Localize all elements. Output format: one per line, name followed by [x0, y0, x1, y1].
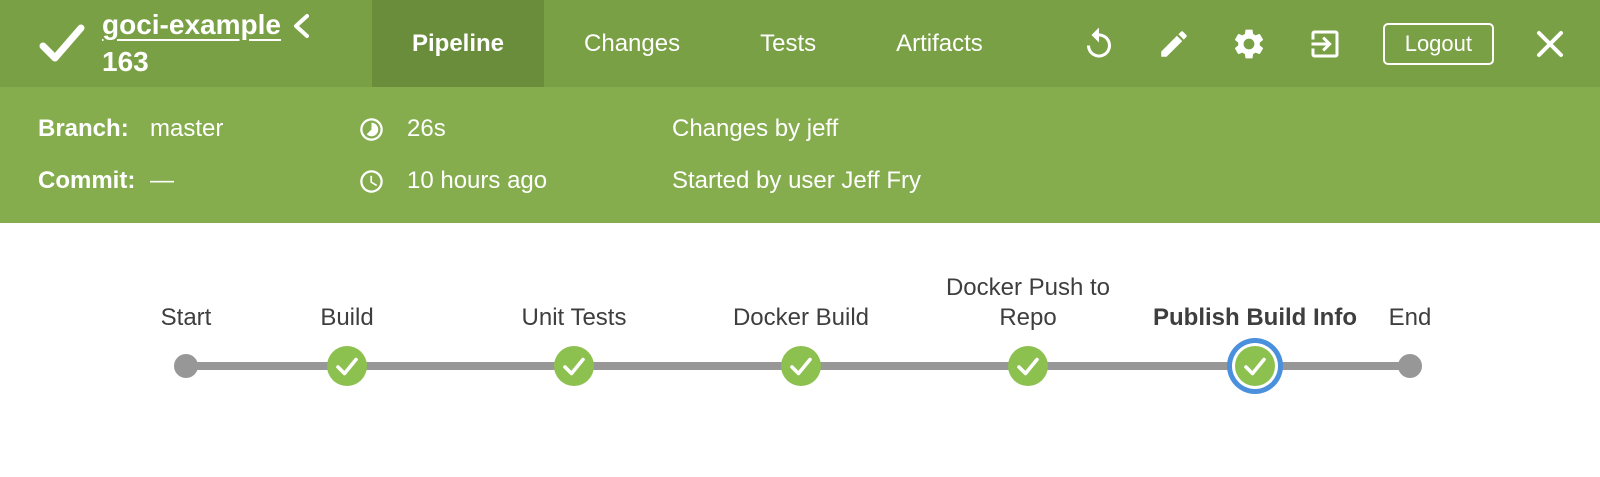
logout-button[interactable]: Logout — [1382, 22, 1494, 65]
success-check-icon — [563, 357, 585, 376]
run-header: goci-example 163 Pipeline Changes Tests Art… — [0, 0, 1600, 87]
success-check-icon — [1244, 357, 1266, 376]
stage-label-publish-build-info: Publish Build Info — [1153, 303, 1357, 331]
run-title-text: goci-example 163 — [102, 9, 309, 79]
run-number: 163 — [102, 46, 149, 78]
commit-label: Commit: — [38, 167, 136, 194]
settings-gear-icon[interactable] — [1231, 26, 1267, 62]
run-details-bar: Branch: master Commit: — 26s — [0, 87, 1600, 223]
header-actions: Logout — [1081, 0, 1600, 87]
stage-label-build: Build — [320, 303, 374, 331]
pipeline-graph: Start Build Unit Tests Docker Build Docker P… — [0, 223, 1600, 477]
exit-to-app-icon[interactable] — [1307, 26, 1343, 62]
duration-value: 26s — [407, 115, 446, 142]
stage-node-publish-build-info[interactable] — [1235, 346, 1275, 386]
timing-column: 26s 10 hours ago — [358, 87, 547, 223]
run-status-check-icon — [38, 23, 86, 68]
end-node — [1398, 354, 1422, 378]
chevron-left-icon[interactable] — [293, 13, 309, 44]
pipeline-name-link[interactable]: goci-example — [102, 8, 281, 40]
branch-row: Branch: master — [38, 109, 223, 149]
stage-label-docker-build: Docker Build — [732, 303, 870, 331]
authors-column: Changes by jeff Started by user Jeff Fry — [672, 87, 921, 223]
duration-row: 26s — [358, 109, 547, 149]
close-icon[interactable] — [1534, 28, 1566, 60]
stage-label-docker-push-to-repo: Docker Push to Repo — [945, 274, 1111, 331]
tab-bar: Pipeline Changes Tests Artifacts — [372, 0, 1023, 87]
start-node — [174, 354, 198, 378]
run-title-area: goci-example 163 — [0, 0, 372, 87]
stage-node-docker-build[interactable] — [781, 346, 821, 386]
success-check-icon — [1017, 357, 1039, 376]
stage-node-docker-push-to-repo[interactable] — [1008, 346, 1048, 386]
clock-icon — [358, 168, 385, 195]
branch-value: master — [150, 115, 224, 142]
tab-tests[interactable]: Tests — [760, 29, 817, 57]
started-by-text: Started by user Jeff Fry — [672, 167, 921, 194]
changes-by-text: Changes by jeff — [672, 115, 839, 142]
commit-value: — — [150, 167, 174, 194]
started-time-row: 10 hours ago — [358, 161, 547, 201]
stage-label-start: Start — [160, 303, 212, 331]
duration-timelapse-icon — [358, 116, 385, 143]
tab-pipeline[interactable]: Pipeline — [372, 0, 545, 87]
stage-node-unit-tests[interactable] — [554, 346, 594, 386]
commit-row: Commit: — — [38, 161, 223, 201]
success-check-icon — [336, 357, 358, 376]
tab-artifacts[interactable]: Artifacts — [896, 29, 983, 57]
rerun-icon[interactable] — [1081, 26, 1117, 62]
started-ago-value: 10 hours ago — [407, 167, 548, 194]
stage-node-build[interactable] — [327, 346, 367, 386]
stage-label-unit-tests: Unit Tests — [521, 303, 627, 331]
stage-label-end: End — [1388, 303, 1432, 331]
edit-pencil-icon[interactable] — [1157, 27, 1191, 61]
branch-commit-column: Branch: master Commit: — — [38, 87, 223, 223]
branch-label: Branch: — [38, 115, 129, 142]
success-check-icon — [790, 357, 812, 376]
tab-changes[interactable]: Changes — [584, 29, 681, 57]
